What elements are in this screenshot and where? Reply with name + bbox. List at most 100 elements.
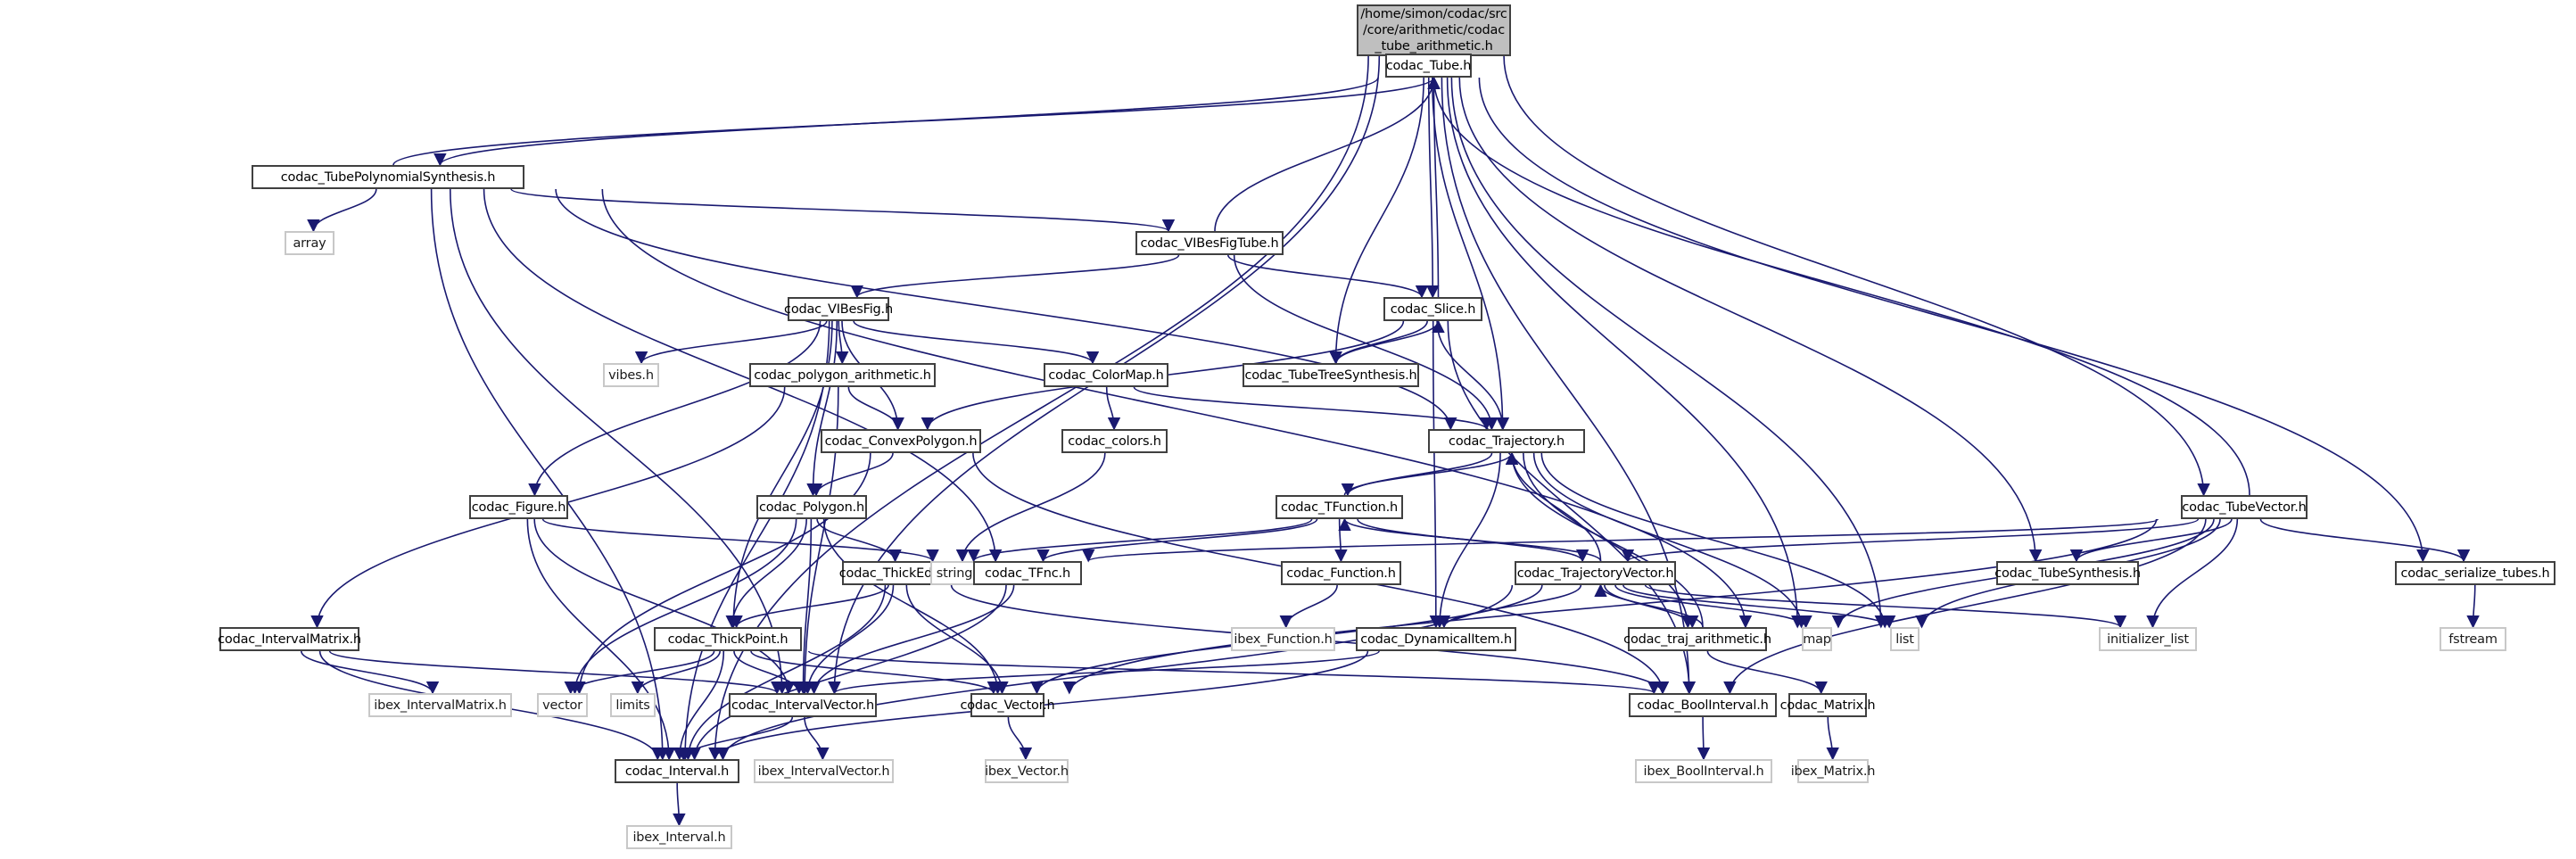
edge-trajvector-to-tfunction xyxy=(1338,517,1602,562)
edge-tubevector-to-serialize xyxy=(2259,518,2471,563)
edge-root-to-tubevector xyxy=(1503,55,2210,497)
node-tubesynth[interactable]: codac_TubeSynthesis.h xyxy=(1994,561,2141,585)
edge-tfunction-to-tfnc xyxy=(1036,518,1318,563)
edge-tube-to-tubetree xyxy=(1329,77,1424,365)
edge-tubetree-to-slice xyxy=(1335,319,1445,364)
edge-tube-to-tubesynth xyxy=(1458,77,2043,563)
node-tubevector[interactable]: codac_TubeVector.h xyxy=(2181,495,2308,519)
node-root[interactable]: /home/simon/codac/src /core/arithmetic/c… xyxy=(1357,4,1511,56)
node-colors[interactable]: codac_colors.h xyxy=(1061,429,1168,453)
edge-trajarith-to-trajvector xyxy=(1594,583,1704,628)
edge-trajvector-to-trajarith xyxy=(1604,584,1699,629)
edge-tubepoly-to-trajectory xyxy=(555,188,1457,431)
edge-tfnc-to-interval xyxy=(688,584,1007,761)
edge-vibesfigtube-to-tube xyxy=(1214,76,1441,232)
edge-trajvector-to-trajectory xyxy=(1505,451,1602,562)
node-tfunction[interactable]: codac_TFunction.h xyxy=(1276,495,1403,519)
edge-intervalmatrix-to-ibexintervalmatrix xyxy=(300,650,440,695)
node-vibesfigtube[interactable]: codac_VIBesFigTube.h xyxy=(1135,231,1284,255)
node-ibexintervalmatrix: ibex_IntervalMatrix.h xyxy=(368,693,512,717)
node-trajarith[interactable]: codac_traj_arithmetic.h xyxy=(1623,627,1771,651)
node-initlist: initializer_list xyxy=(2099,627,2197,651)
node-trajvector[interactable]: codac_TrajectoryVector.h xyxy=(1515,561,1676,585)
node-thickpoint[interactable]: codac_ThickPoint.h xyxy=(654,627,802,651)
edge-vibesfigtube-to-vibesfig xyxy=(850,254,1180,299)
node-polygon[interactable]: codac_Polygon.h xyxy=(756,495,867,519)
edge-tfunction-to-trajectory xyxy=(1343,451,1519,496)
edge-tube-to-slice xyxy=(1426,77,1440,299)
edge-trajvector-to-dynamicalitem xyxy=(1437,584,1582,629)
edge-tubevector-to-codacvector xyxy=(1062,518,2158,695)
node-codacvector[interactable]: codac_Vector.h xyxy=(960,693,1055,717)
edge-slice-to-tubetree xyxy=(1329,320,1428,365)
edge-vibesfigtube-to-slice xyxy=(1226,254,1429,299)
edge-thickedge-to-intervalvector xyxy=(801,584,895,695)
node-ibexvector: ibex_Vector.h xyxy=(985,759,1069,783)
edge-tubepoly-to-map xyxy=(601,188,1753,629)
node-colormap[interactable]: codac_ColorMap.h xyxy=(1044,363,1168,387)
node-tube[interactable]: codac_Tube.h xyxy=(1385,54,1472,78)
edge-matrix-to-ibexmatrix xyxy=(1826,716,1839,761)
node-string: string xyxy=(930,561,978,585)
edge-tube-to-map xyxy=(1446,77,1804,629)
edge-thickpoint-to-limits xyxy=(631,650,721,695)
node-fstream: fstream xyxy=(2440,627,2506,651)
edge-tubevector-to-trajvector xyxy=(1622,518,2200,563)
node-figure[interactable]: codac_Figure.h xyxy=(469,495,568,519)
node-ibexintervalvector: ibex_IntervalVector.h xyxy=(754,759,894,783)
node-polyarith[interactable]: codac_polygon_arithmetic.h xyxy=(749,363,936,387)
edge-polygon-to-intervalvector xyxy=(797,518,813,695)
edge-trajarith-to-matrix xyxy=(1706,650,1828,695)
edge-intervalvector-to-interval xyxy=(676,716,794,761)
edge-tubevector-to-tube xyxy=(1427,76,2250,496)
node-matrix[interactable]: codac_Matrix.h xyxy=(1780,693,1876,717)
edge-interval-to-ibexinterval xyxy=(673,782,686,827)
edge-figure-to-string xyxy=(541,518,939,563)
edge-vibesfig-to-interval xyxy=(678,320,830,761)
edge-tfunction-to-string xyxy=(967,518,1313,563)
edge-trajectory-to-tfunction xyxy=(1341,452,1493,497)
edge-vibesfig-to-polygon xyxy=(806,320,838,497)
edge-polygon-to-codacvector xyxy=(822,518,1004,695)
node-vibesfig[interactable]: codac_VIBesFig.h xyxy=(784,297,893,321)
edge-trajarith-to-trajectory xyxy=(1505,451,1704,628)
edge-tubevector-to-tubesynth xyxy=(2069,518,2233,563)
edge-tubepoly-to-interval xyxy=(430,188,669,761)
edge-vibesfigtube-to-trajectory xyxy=(1233,254,1499,431)
node-slice[interactable]: codac_Slice.h xyxy=(1383,297,1482,321)
node-intervalmatrix[interactable]: codac_IntervalMatrix.h xyxy=(218,627,361,651)
node-convexpoly[interactable]: codac_ConvexPolygon.h xyxy=(821,429,981,453)
edge-colormap-to-trajectory xyxy=(1133,386,1493,431)
node-boolinterval[interactable]: codac_BoolInterval.h xyxy=(1629,693,1777,717)
edge-colormap-to-colors xyxy=(1105,386,1121,431)
node-tfnc[interactable]: codac_TFnc.h xyxy=(973,561,1082,585)
node-trajectory[interactable]: codac_Trajectory.h xyxy=(1428,429,1585,453)
edge-colors-to-string xyxy=(955,452,1106,563)
edge-trajectory-to-list xyxy=(1540,452,1892,629)
node-function[interactable]: codac_Function.h xyxy=(1281,561,1401,585)
node-tubepoly[interactable]: codac_TubePolynomialSynthesis.h xyxy=(252,165,524,189)
node-ibexmatrix: ibex_Matrix.h xyxy=(1791,759,1875,783)
edge-polygon-to-thickedge xyxy=(816,518,902,563)
edge-dynamicalitem-to-intervalvector xyxy=(828,650,1380,695)
edge-figure-to-intervalvector xyxy=(533,518,796,695)
edge-tubepoly-to-intervalvector xyxy=(449,188,788,695)
edge-slice-to-trajectory xyxy=(1436,320,1510,431)
node-dynamicalitem[interactable]: codac_DynamicalItem.h xyxy=(1356,627,1516,651)
edge-slice-to-dynamicalitem xyxy=(1429,320,1443,629)
edge-thickedge-to-interval xyxy=(681,584,887,761)
node-interval[interactable]: codac_Interval.h xyxy=(615,759,739,783)
node-intervalvector[interactable]: codac_IntervalVector.h xyxy=(729,693,877,717)
node-vector: vector xyxy=(537,693,588,717)
edge-thickpoint-to-codacvector xyxy=(750,650,1000,695)
node-tubetree[interactable]: codac_TubeTreeSynthesis.h xyxy=(1243,363,1419,387)
node-vibesh: vibes.h xyxy=(603,363,659,387)
edge-trajvector-to-list xyxy=(1622,584,1896,629)
edge-tubepoly-to-vibesfigtube xyxy=(510,188,1175,233)
edge-tubepoly-to-array xyxy=(307,188,377,233)
node-serialize[interactable]: codac_serialize_tubes.h xyxy=(2395,561,2555,585)
node-array: array xyxy=(285,231,334,255)
node-ibexboolinterval: ibex_BoolInterval.h xyxy=(1635,759,1772,783)
edge-thickpoint-to-intervalvector xyxy=(733,650,805,695)
edge-figure-to-interval xyxy=(526,518,676,761)
